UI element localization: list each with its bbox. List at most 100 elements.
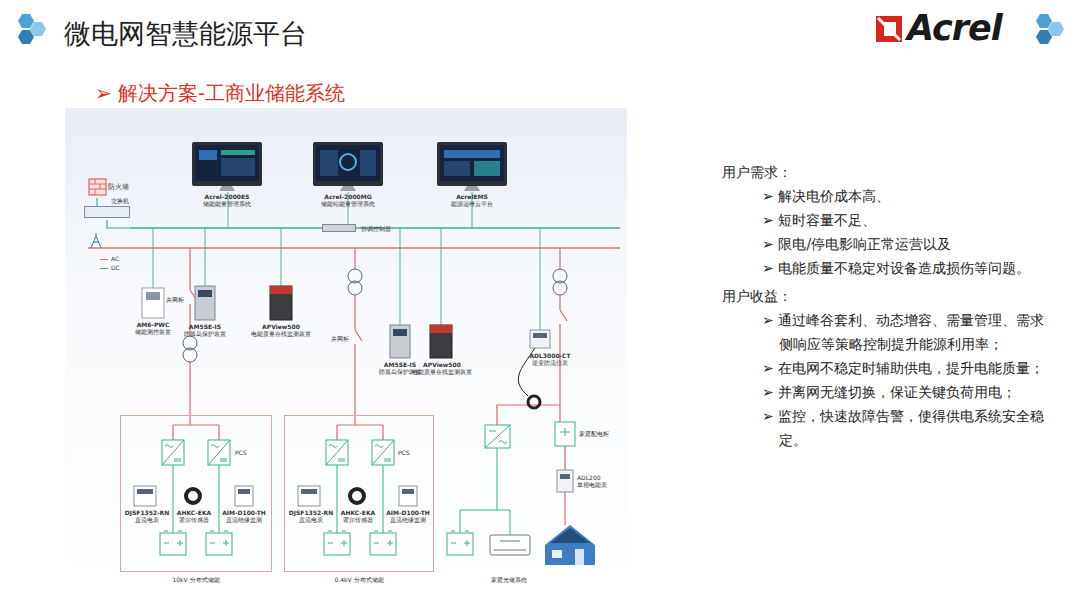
hex-icon (18, 14, 34, 28)
node-title: AIM-D100-TH (217, 509, 271, 516)
node-text: 单相电能表 (577, 481, 623, 488)
node-title: APView500 (408, 361, 476, 368)
power-drops (173, 248, 567, 525)
battery-terminal (374, 531, 393, 546)
hex-icon (1036, 14, 1052, 28)
note-text: ➢ 并离网无缝切换，保证关键负荷用电； (762, 380, 1051, 404)
firewall-brick (89, 179, 106, 195)
clamp-sensor (528, 396, 540, 408)
screen-widget (340, 154, 356, 170)
node-title: Acrel-2000ES (172, 193, 282, 200)
pcs-icon (326, 440, 348, 465)
network-wire (441, 228, 442, 325)
heading-text: Acrel (907, 8, 1002, 48)
device-icon (530, 330, 550, 348)
hex-icon (1036, 30, 1052, 44)
pcs-icon (372, 440, 394, 465)
power-wire (173, 248, 219, 440)
note-text: ➢ 电能质量不稳定对设备造成损伤等问题。 (762, 256, 1051, 280)
device-icon (390, 325, 410, 358)
node-title: AM5SE-IS (172, 323, 238, 330)
battery-terminal (451, 531, 470, 546)
device-caption: AIM-D100-TH直流绝缘监测 (381, 509, 435, 523)
monitor-stand (340, 186, 356, 191)
battery-icon (324, 533, 350, 555)
device-icon (195, 286, 215, 320)
node-text: 霍尔传感器 (169, 516, 219, 523)
device-caption: AHKC-EKA霍尔传感器 (333, 509, 383, 523)
node-text: 能源运维云平台 (417, 200, 527, 207)
device-icon (142, 288, 164, 318)
pcs-mark (162, 440, 184, 465)
inverter-mark (485, 425, 510, 448)
node-title: AM5SE-IS (367, 361, 433, 368)
node-text: 电能质量在线监测装置 (408, 368, 476, 375)
screen-widget (360, 150, 376, 176)
controller-node: 协调控制器 (322, 224, 356, 232)
battery-terminal (328, 531, 347, 546)
note-text: 用户收益： (722, 284, 792, 308)
device-icon (270, 286, 292, 320)
note-text: ➢ 通过峰谷套利、动态增容、需量管理、需求侧响应等策略控制提升能源利用率； (762, 308, 1051, 356)
node-title: 家庭配电柜 (579, 430, 623, 437)
node-title: DJSF1352-RN (121, 509, 173, 516)
node-text: 直流电表 (285, 516, 337, 523)
network-wire (153, 228, 154, 288)
battery-terminal (210, 531, 229, 546)
monitor-screen (440, 145, 504, 181)
legend-sample (100, 259, 108, 260)
node-title: 协调控制器 (361, 225, 391, 234)
node-text: 直流绝缘监测 (217, 516, 271, 523)
network-wire (228, 192, 472, 228)
network-wire (107, 220, 130, 228)
meter-caption: ADL200单相电能表 (577, 474, 623, 488)
device-band (430, 325, 452, 333)
monitor-stand (219, 186, 235, 191)
device-screen (393, 329, 407, 336)
monitor-frame (192, 142, 262, 186)
screen-widget (199, 150, 217, 160)
node-title: APView500 (247, 323, 315, 330)
meter-screen (301, 489, 317, 494)
node-text: 储能能量管理系统 (172, 200, 282, 207)
monitor-frame (437, 142, 507, 186)
pcs-mark (372, 440, 394, 465)
meter-icon (235, 486, 253, 506)
monitor-caption: Acrel-2000MG储能站能量管理系统 (293, 193, 403, 207)
node-text: 直流电表 (121, 516, 173, 523)
inverter-icon (485, 425, 510, 448)
battery-icon (206, 533, 232, 555)
battery-terminal (164, 531, 183, 546)
device-caption: DJSF1352-RN直流电表 (285, 509, 337, 523)
note-text: 用户需求： (722, 160, 792, 184)
note-text: ➢ 在电网不稳定时辅助供电，提升电能质量； (762, 356, 1051, 380)
device-caption: AM6-PWC储能测控装置 (120, 321, 186, 335)
cabinet-mark (560, 428, 570, 436)
node-title: AIM-D100-TH (381, 509, 435, 516)
pcs-icon (162, 440, 184, 465)
node-text: 储能站能量管理系统 (293, 200, 403, 207)
device-band (270, 286, 292, 294)
network-wire (281, 228, 282, 286)
monitor-frame (313, 142, 383, 186)
meter-screen (238, 489, 250, 494)
diagram-ground (65, 108, 627, 602)
note-text: ➢ 短时容量不足、 (762, 208, 1051, 232)
part-label: 并网柜 (331, 335, 349, 344)
legend-entry: AC (100, 255, 119, 262)
battery-icon (447, 533, 473, 555)
screen-widget (474, 161, 500, 176)
node-text: 逆变防流仪表 (515, 359, 585, 366)
hall-sensor (350, 489, 364, 503)
node-title: DJSF1352-RN (285, 509, 337, 516)
meter-icon (399, 486, 417, 506)
storage-region: 0.4kV 分布式储能DJSF1352-RN直流电表AHKC-EKA霍尔传感器A… (284, 415, 434, 572)
node-title: ADL3000-CT (515, 352, 585, 359)
hex-icon (1048, 22, 1064, 36)
meter-icon (134, 486, 156, 506)
node-text: 电能质量在线监测装置 (247, 330, 315, 337)
battery-icons (160, 531, 473, 555)
node-title: 交换机 (111, 197, 129, 206)
house-window (552, 550, 562, 558)
screen-widget (320, 150, 338, 176)
